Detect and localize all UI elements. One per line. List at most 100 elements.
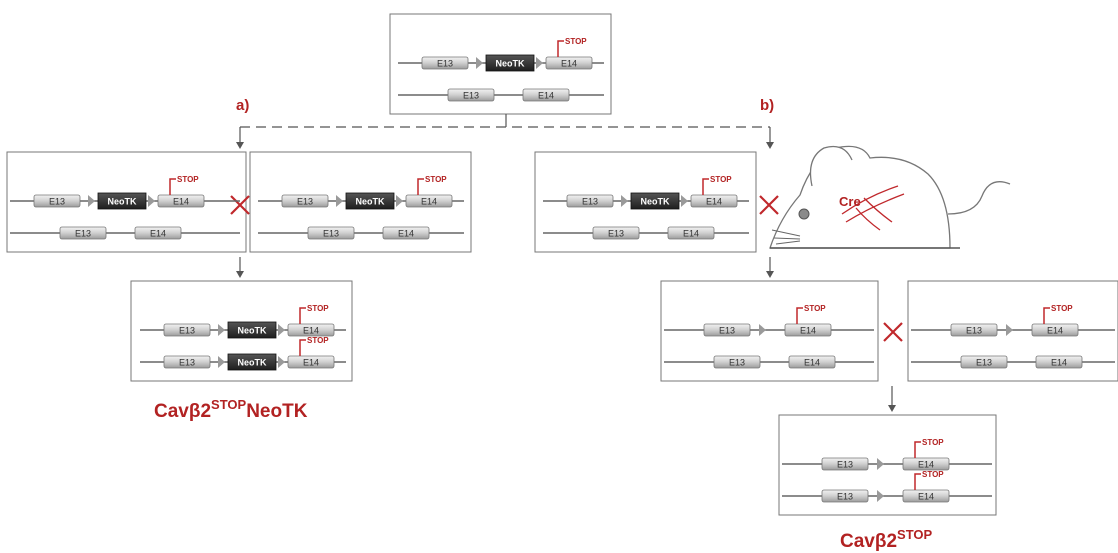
panel-b-offspring (778, 414, 997, 516)
exon14-box (1035, 355, 1083, 369)
loxp-site-icon (278, 324, 285, 336)
exon13-box (163, 355, 211, 369)
exon13-box (447, 88, 495, 102)
loxp-site-icon (877, 458, 884, 470)
exon13-label: E13 (966, 326, 982, 336)
wildtype-allele: E13 E14 (911, 355, 1115, 369)
neotk-cassette-label: NeoTK (356, 197, 386, 207)
stop-label: STOP (922, 470, 944, 479)
exon13-label: E13 (837, 460, 853, 470)
exon14-box (667, 226, 715, 240)
neotk-cassette-box (227, 353, 277, 371)
cre-mouse-illustration: Cre (769, 145, 1011, 249)
stop-marker-icon (169, 178, 176, 195)
loxp-site-icon (278, 356, 285, 368)
exon13-box (59, 226, 107, 240)
stop-marker-icon (702, 178, 709, 195)
stop-label: STOP (307, 336, 329, 345)
exon13-label: E13 (608, 229, 624, 239)
exon14-label: E14 (918, 460, 934, 470)
arrow-head (766, 271, 774, 278)
exon13-label: E13 (976, 358, 992, 368)
neotk-cassette-label: NeoTK (108, 197, 138, 207)
exon14-box (1031, 323, 1079, 337)
exon14-label: E14 (561, 59, 577, 69)
exon13-box (33, 194, 81, 208)
loxp-site-icon (1006, 324, 1013, 336)
exon13-label: E13 (179, 358, 195, 368)
branch-connectors (236, 114, 896, 412)
neotk-cassette-label: NeoTK (641, 197, 671, 207)
stop-label: STOP (922, 438, 944, 447)
excised-allele: E13 E14 STOP (782, 470, 992, 503)
wildtype-allele: E13 E14 (543, 226, 749, 240)
exon14-box (784, 323, 832, 337)
exon13-label: E13 (323, 229, 339, 239)
exon13-box (307, 226, 355, 240)
exon14-label: E14 (150, 229, 166, 239)
panel-b-excised-1 (660, 280, 879, 382)
neotk-cassette-box (485, 54, 535, 72)
cross-symbol (759, 195, 779, 215)
exon14-box (902, 489, 950, 503)
result-a-caption: Cavβ2STOPNeoTK (154, 397, 308, 422)
stop-marker-icon (417, 178, 424, 195)
exon13-box (281, 194, 329, 208)
arrow-head (888, 405, 896, 412)
loxp-site-icon (621, 195, 628, 207)
loxp-site-icon (218, 324, 225, 336)
loxp-site-icon (88, 195, 95, 207)
result-b-caption: Cavβ2STOP (840, 527, 933, 552)
exon13-label: E13 (179, 326, 195, 336)
neotk-cassette-box (97, 192, 147, 210)
exon14-label: E14 (918, 492, 934, 502)
exon14-box (287, 355, 335, 369)
exon14-label: E14 (303, 326, 319, 336)
stop-marker-icon (299, 307, 306, 324)
neotk-cassette-label: NeoTK (238, 358, 268, 368)
exon14-label: E14 (1047, 326, 1063, 336)
stop-label: STOP (307, 304, 329, 313)
exon13-label: E13 (837, 492, 853, 502)
exon14-label: E14 (683, 229, 699, 239)
loxp-site-icon (759, 324, 766, 336)
excised-allele: E13 E14 STOP (782, 438, 992, 471)
exon14-label: E14 (1051, 358, 1067, 368)
exon14-box (134, 226, 182, 240)
stop-marker-icon (914, 473, 921, 490)
exon14-label: E14 (706, 197, 722, 207)
exon14-label: E14 (421, 197, 437, 207)
neotk-cassette-label: NeoTK (496, 59, 526, 69)
branch-b-label: b) (760, 97, 774, 114)
arrow-head (236, 271, 244, 278)
exon13-box (821, 457, 869, 471)
exon14-box (287, 323, 335, 337)
neotk-cassette-label: NeoTK (238, 326, 268, 336)
stop-label: STOP (425, 175, 447, 184)
exon14-box (545, 56, 593, 70)
stop-marker-icon (1043, 307, 1050, 324)
exon14-box (788, 355, 836, 369)
loxp-site-icon (218, 356, 225, 368)
exon14-label: E14 (173, 197, 189, 207)
stop-label: STOP (565, 37, 587, 46)
mouse-tail (947, 181, 1011, 215)
exon13-box (821, 489, 869, 503)
stop-label: STOP (177, 175, 199, 184)
stop-label: STOP (710, 175, 732, 184)
loxp-site-icon (148, 195, 155, 207)
exon13-box (421, 56, 469, 70)
exon14-box (522, 88, 570, 102)
neotk-cassette-box (345, 192, 395, 210)
